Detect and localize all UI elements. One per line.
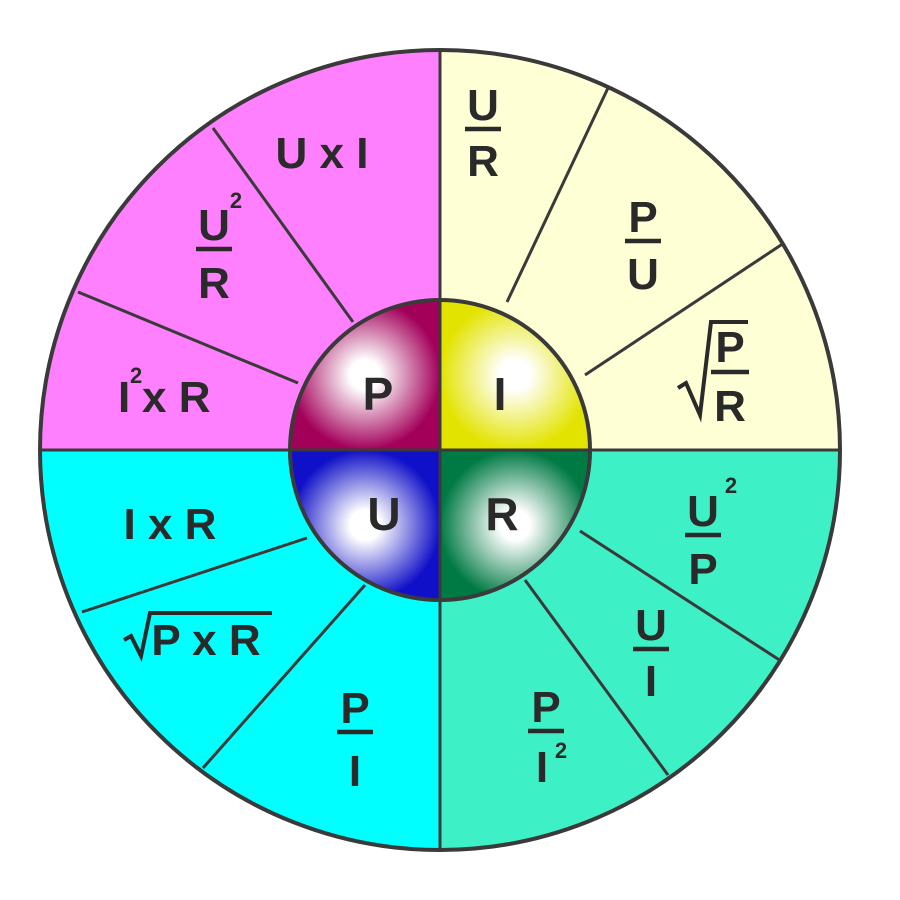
- divider-lines: [40, 50, 840, 850]
- formula-u-equals-i-times-r: I x R: [124, 500, 217, 549]
- svg-text:2: 2: [130, 363, 142, 388]
- svg-text:P: P: [688, 545, 717, 594]
- svg-text:U: U: [635, 601, 667, 650]
- svg-text:I: I: [349, 747, 361, 796]
- svg-text:I: I: [645, 657, 657, 706]
- formula-p-equals-u-times-i: U x I: [276, 129, 369, 178]
- formula-u-equals-p-over-i: P I: [337, 684, 373, 796]
- svg-text:2: 2: [725, 473, 737, 498]
- svg-text:2: 2: [555, 738, 567, 763]
- svg-text:P: P: [531, 683, 560, 732]
- center-label-power: P: [363, 368, 394, 420]
- center-label-voltage: U: [367, 488, 400, 540]
- svg-text:R: R: [467, 137, 499, 186]
- svg-text:2: 2: [230, 188, 242, 213]
- svg-text:I x R: I x R: [124, 500, 217, 549]
- svg-text:I: I: [536, 743, 548, 792]
- formula-u-equals-sqrt-p-times-r: P x R: [123, 611, 272, 665]
- center-label-current: I: [494, 368, 507, 420]
- formula-p-equals-u-squared-over-r: U 2 R: [196, 188, 242, 308]
- sqrt-symbol: [123, 611, 272, 663]
- svg-text:U: U: [627, 250, 659, 299]
- wheel-outline: [38, 48, 842, 852]
- center-label-resistance: R: [485, 488, 518, 540]
- svg-text:P: P: [340, 684, 369, 733]
- svg-text:R: R: [198, 259, 230, 308]
- formula-r-equals-p-over-i-squared: P I 2: [528, 683, 567, 792]
- formula-r-equals-u-over-i: U I: [633, 601, 669, 706]
- formula-i-equals-sqrt-p-over-r: P R: [676, 320, 749, 431]
- svg-text:R: R: [714, 382, 746, 431]
- center-quarter-resistance: [440, 450, 590, 600]
- sqrt-symbol: [676, 320, 748, 423]
- svg-text:U: U: [198, 201, 230, 250]
- formula-p-equals-i-squared-times-r: I 2 x R: [118, 363, 210, 422]
- formula-r-equals-u-squared-over-p: U 2 P: [685, 473, 737, 594]
- svg-text:U x I: U x I: [276, 129, 369, 178]
- svg-text:x R: x R: [142, 373, 210, 422]
- svg-text:I: I: [118, 373, 130, 422]
- center-quarter-current: [440, 300, 590, 450]
- svg-text:U: U: [467, 81, 499, 130]
- svg-text:P: P: [628, 193, 657, 242]
- svg-text:P x R: P x R: [151, 616, 260, 665]
- center-quarter-power: [290, 300, 440, 450]
- formula-i-equals-u-over-r: U R: [465, 81, 501, 186]
- svg-text:P: P: [715, 323, 744, 372]
- center-quarter-voltage: [290, 450, 440, 600]
- svg-text:U: U: [687, 487, 719, 536]
- center-circle: P I U R: [288, 298, 592, 602]
- formula-i-equals-p-over-u: P U: [625, 193, 661, 299]
